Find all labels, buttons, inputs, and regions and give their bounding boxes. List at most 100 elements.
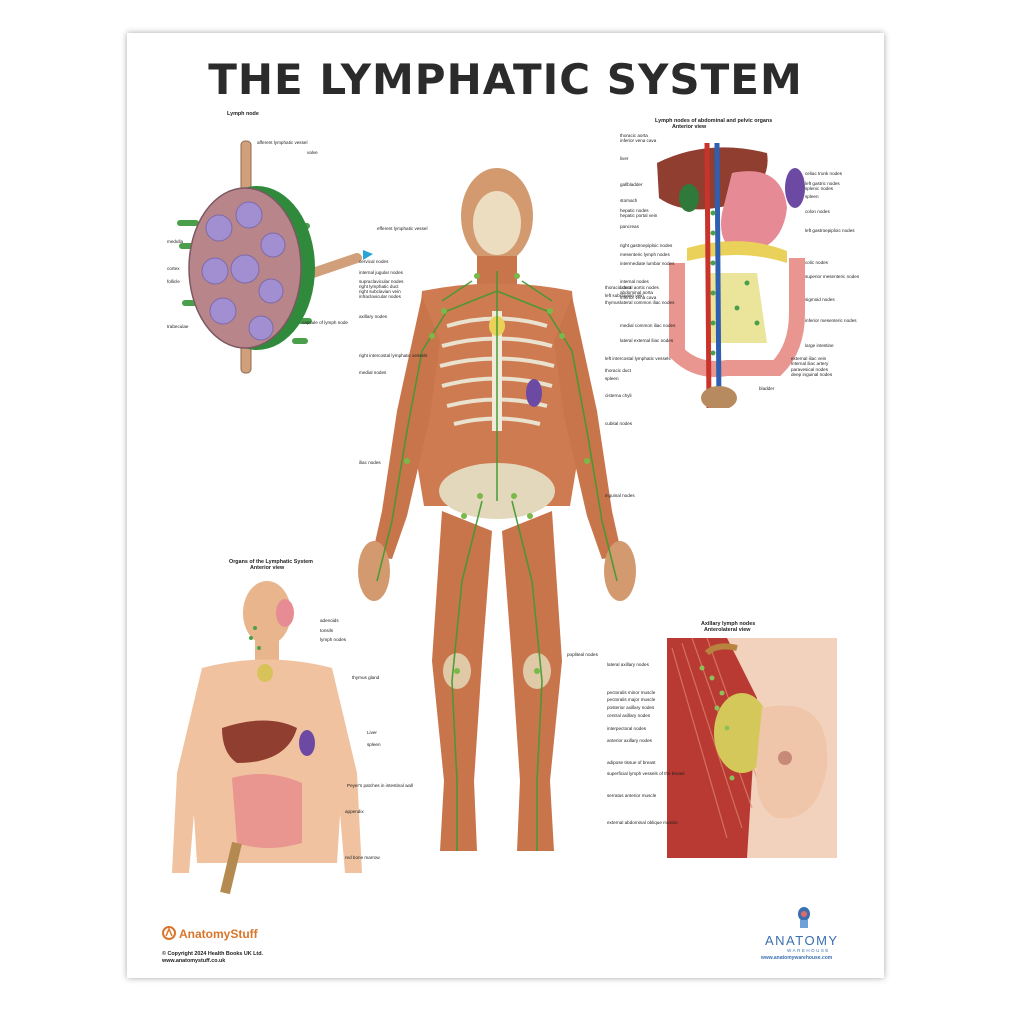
full-body-lymphatic-figure	[358, 168, 636, 851]
label-adenoids: adenoids	[320, 618, 339, 623]
label-liver-organs: Liver	[367, 730, 377, 735]
organs-panel-subtitle: Anterior view	[250, 565, 285, 571]
lymph-node-panel-title: Lymph node	[227, 111, 259, 117]
label-medial-nodes: medial nodes	[359, 370, 387, 375]
label-trabeculae: trabeculae	[167, 324, 189, 329]
label-serratus-anterior: serratus anterior muscle	[607, 793, 657, 798]
label-stomach: stomach	[620, 198, 638, 203]
anatomy-warehouse-brand: ANATOMY	[765, 933, 839, 948]
axillary-panel-title: Axillary lymph nodes	[701, 621, 756, 627]
label-celiac-trunk-nodes: celiac trunk nodes	[805, 171, 843, 176]
label-infraclavicular-nodes: infraclavicular nodes	[359, 294, 401, 299]
abdominal-panel-title: Lymph nodes of abdominal and pelvic orga…	[655, 118, 773, 124]
label-deep-inguinal: deep inguinal nodes	[791, 372, 833, 377]
label-lateral-common-iliac: lateral common iliac nodes	[620, 300, 675, 305]
lymph-node-illustration	[177, 140, 373, 374]
label-capsule: capsule of lymph node	[302, 320, 348, 325]
label-axillary-nodes: axillary nodes	[359, 314, 388, 319]
website-left: www.anatomystuff.co.uk	[162, 958, 226, 964]
label-spleen-central: spleen	[605, 376, 619, 381]
label-bladder: bladder	[759, 386, 775, 391]
label-thoracic-duct: thoracic duct	[605, 285, 632, 290]
label-paravesical-nodes: paravesical nodes	[791, 367, 829, 372]
label-lymph-nodes-organs: lymph nodes	[320, 637, 347, 642]
label-right-lymphatic-duct: right lymphatic duct	[359, 284, 399, 289]
axillary-illustration	[667, 638, 837, 858]
label-iliac-nodes: iliac nodes	[359, 460, 381, 465]
label-pancreas: pancreas	[620, 224, 639, 229]
anatomy-warehouse-sub: WAREHOUSE	[787, 948, 830, 953]
label-lateral-axillary: lateral axillary nodes	[607, 662, 649, 667]
label-anterior-axillary: anterior axillary nodes	[607, 738, 652, 743]
label-superior-mesenteric: superior mesenteric nodes	[805, 274, 860, 279]
label-red-bone-marrow: red bone marrow	[345, 855, 380, 860]
page-title: THE LYMPHATIC SYSTEM	[208, 55, 803, 104]
label-valve: valve	[307, 150, 318, 155]
label-internal-jugular-nodes: internal jugular nodes	[359, 270, 403, 275]
label-abdominal-aorta: abdominal aorta	[620, 290, 653, 295]
label-right-intercostal: right intercostal lymphatic vessels	[359, 353, 428, 358]
organs-panel-title: Organs of the Lymphatic System	[229, 559, 313, 565]
label-internal-iliac-artery: internal iliac artery	[791, 361, 829, 366]
label-peyers-patches: Peyer's patches in intestinal wall	[347, 783, 413, 788]
label-cervical-nodes: cervical nodes	[359, 259, 389, 264]
label-cubital-nodes: cubital nodes	[605, 421, 633, 426]
label-inferior-vena-cava: inferior vena cava	[620, 295, 657, 300]
label-external-oblique: external abdominal oblique muscle	[607, 820, 678, 825]
anatomystuff-logo-icon	[162, 926, 176, 940]
poster: THE LYMPHATIC SYSTEM Lymph node	[127, 33, 884, 978]
label-colon-nodes: colon nodes	[805, 209, 830, 214]
label-thymus-gland: thymus gland	[352, 675, 380, 680]
label-spleen-organs: spleen	[367, 742, 381, 747]
organs-illustration	[172, 581, 362, 895]
label-gallbladder: gallbladder	[620, 182, 643, 187]
label-internal-nodes: internal nodes	[620, 279, 649, 284]
label-follicle: follicle	[167, 279, 180, 284]
anatomystuff-brand: AnatomyStuff	[179, 927, 258, 941]
label-medial-common-iliac: medial common iliac nodes	[620, 323, 676, 328]
label-thymus: thymus	[605, 300, 620, 305]
label-appendix: appendix	[345, 809, 364, 814]
label-superficial-vessels: superficial lymph vessels of the breast	[607, 771, 685, 776]
label-right-subclavian-vein: right subclavian vein	[359, 289, 401, 294]
label-popliteal-nodes: popliteal nodes	[567, 652, 598, 657]
label-liver-abd: liver	[620, 156, 629, 161]
label-medulla: medulla	[167, 239, 184, 244]
label-interpectoral: interpectoral nodes	[607, 726, 647, 731]
axillary-panel-subtitle: Anterolateral view	[704, 627, 751, 633]
label-cortex: cortex	[167, 266, 180, 271]
label-adipose-tissue: adipose tissue of breast	[607, 760, 656, 765]
label-left-gastroepiploic: left gastroepiploic nodes	[805, 228, 855, 233]
label-sigmoid-nodes: sigmoid nodes	[805, 297, 835, 302]
label-large-intestine: large intestine	[805, 343, 834, 348]
label-thoracic-aorta: thoracic aorta	[620, 133, 648, 138]
label-tonsils: tonsils	[320, 628, 334, 633]
label-spleen-abd: spleen	[805, 194, 819, 199]
label-intermediate-lumbar: intermediate lumbar nodes	[620, 261, 675, 266]
abdominal-panel-subtitle: Anterior view	[672, 124, 707, 130]
label-thoracic-duct-2: thoracic duct	[605, 368, 632, 373]
label-colic-nodes: colic nodes	[805, 260, 828, 265]
label-afferent-vessel: afferent lymphatic vessel	[257, 140, 308, 145]
label-inferior-vena-cava-top: inferior vena cava	[620, 138, 657, 143]
label-left-subclavian-vein: left subclavian vein	[605, 293, 644, 298]
label-hepatic-portal-vein: hepatic portal vein	[620, 213, 658, 218]
website-right: www.anatomywarehouse.com	[761, 955, 833, 961]
anatomy-warehouse-logo-icon	[798, 907, 810, 928]
label-central-axillary: central axillary nodes	[607, 713, 651, 718]
label-splenic-nodes: splenic nodes	[805, 186, 834, 191]
copyright-text: © Copyright 2024 Health Books UK Ltd.	[162, 951, 264, 957]
label-hepatic-nodes: hepatic nodes	[620, 208, 649, 213]
label-left-gastric-nodes: left gastric nodes	[805, 181, 840, 186]
label-efferent-vessel: efferent lymphatic vessel	[377, 226, 428, 231]
label-lateral-aortic: lateral aortic nodes	[620, 285, 659, 290]
label-pectoralis-minor: pectoralis minor muscle	[607, 690, 656, 695]
label-mesenteric-lymph-nodes: mesenteric lymph nodes	[620, 252, 670, 257]
label-pectoralis-major: pectoralis major muscle	[607, 697, 656, 702]
label-posterior-axillary: posterior axillary nodes	[607, 705, 655, 710]
abdominal-organs-illustration	[657, 142, 805, 408]
label-inferior-mesenteric: inferior mesenteric nodes	[805, 318, 857, 323]
label-supraclavicular-nodes: supraclavicular nodes	[359, 279, 404, 284]
label-cisterna-chyli: cisterna chyli	[605, 393, 632, 398]
label-inguinal-nodes: inguinal nodes	[605, 493, 635, 498]
